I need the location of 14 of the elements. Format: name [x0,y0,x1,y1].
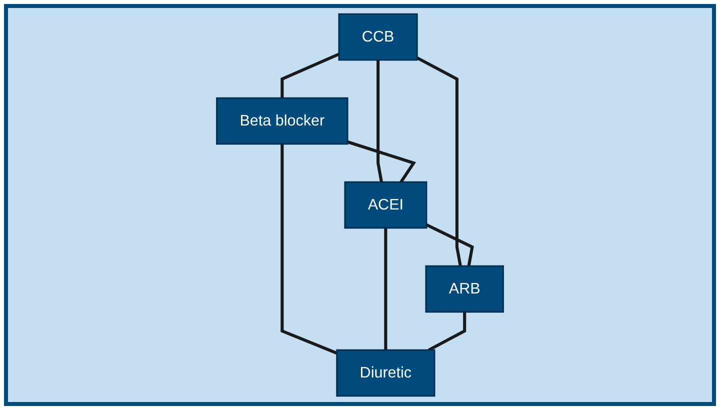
connector [428,312,466,352]
node-box [216,97,348,145]
node-box [344,181,428,229]
connector [347,140,416,183]
connector [384,228,388,350]
node-box [336,349,436,397]
connector [280,144,338,355]
connector [426,223,474,266]
connector [376,60,384,182]
node-box [425,265,504,313]
connector [280,52,340,98]
node-box [338,13,418,61]
diagram: CCB Beta blocker ACEI ARB Diuretic [8,8,712,402]
connector [416,56,462,266]
